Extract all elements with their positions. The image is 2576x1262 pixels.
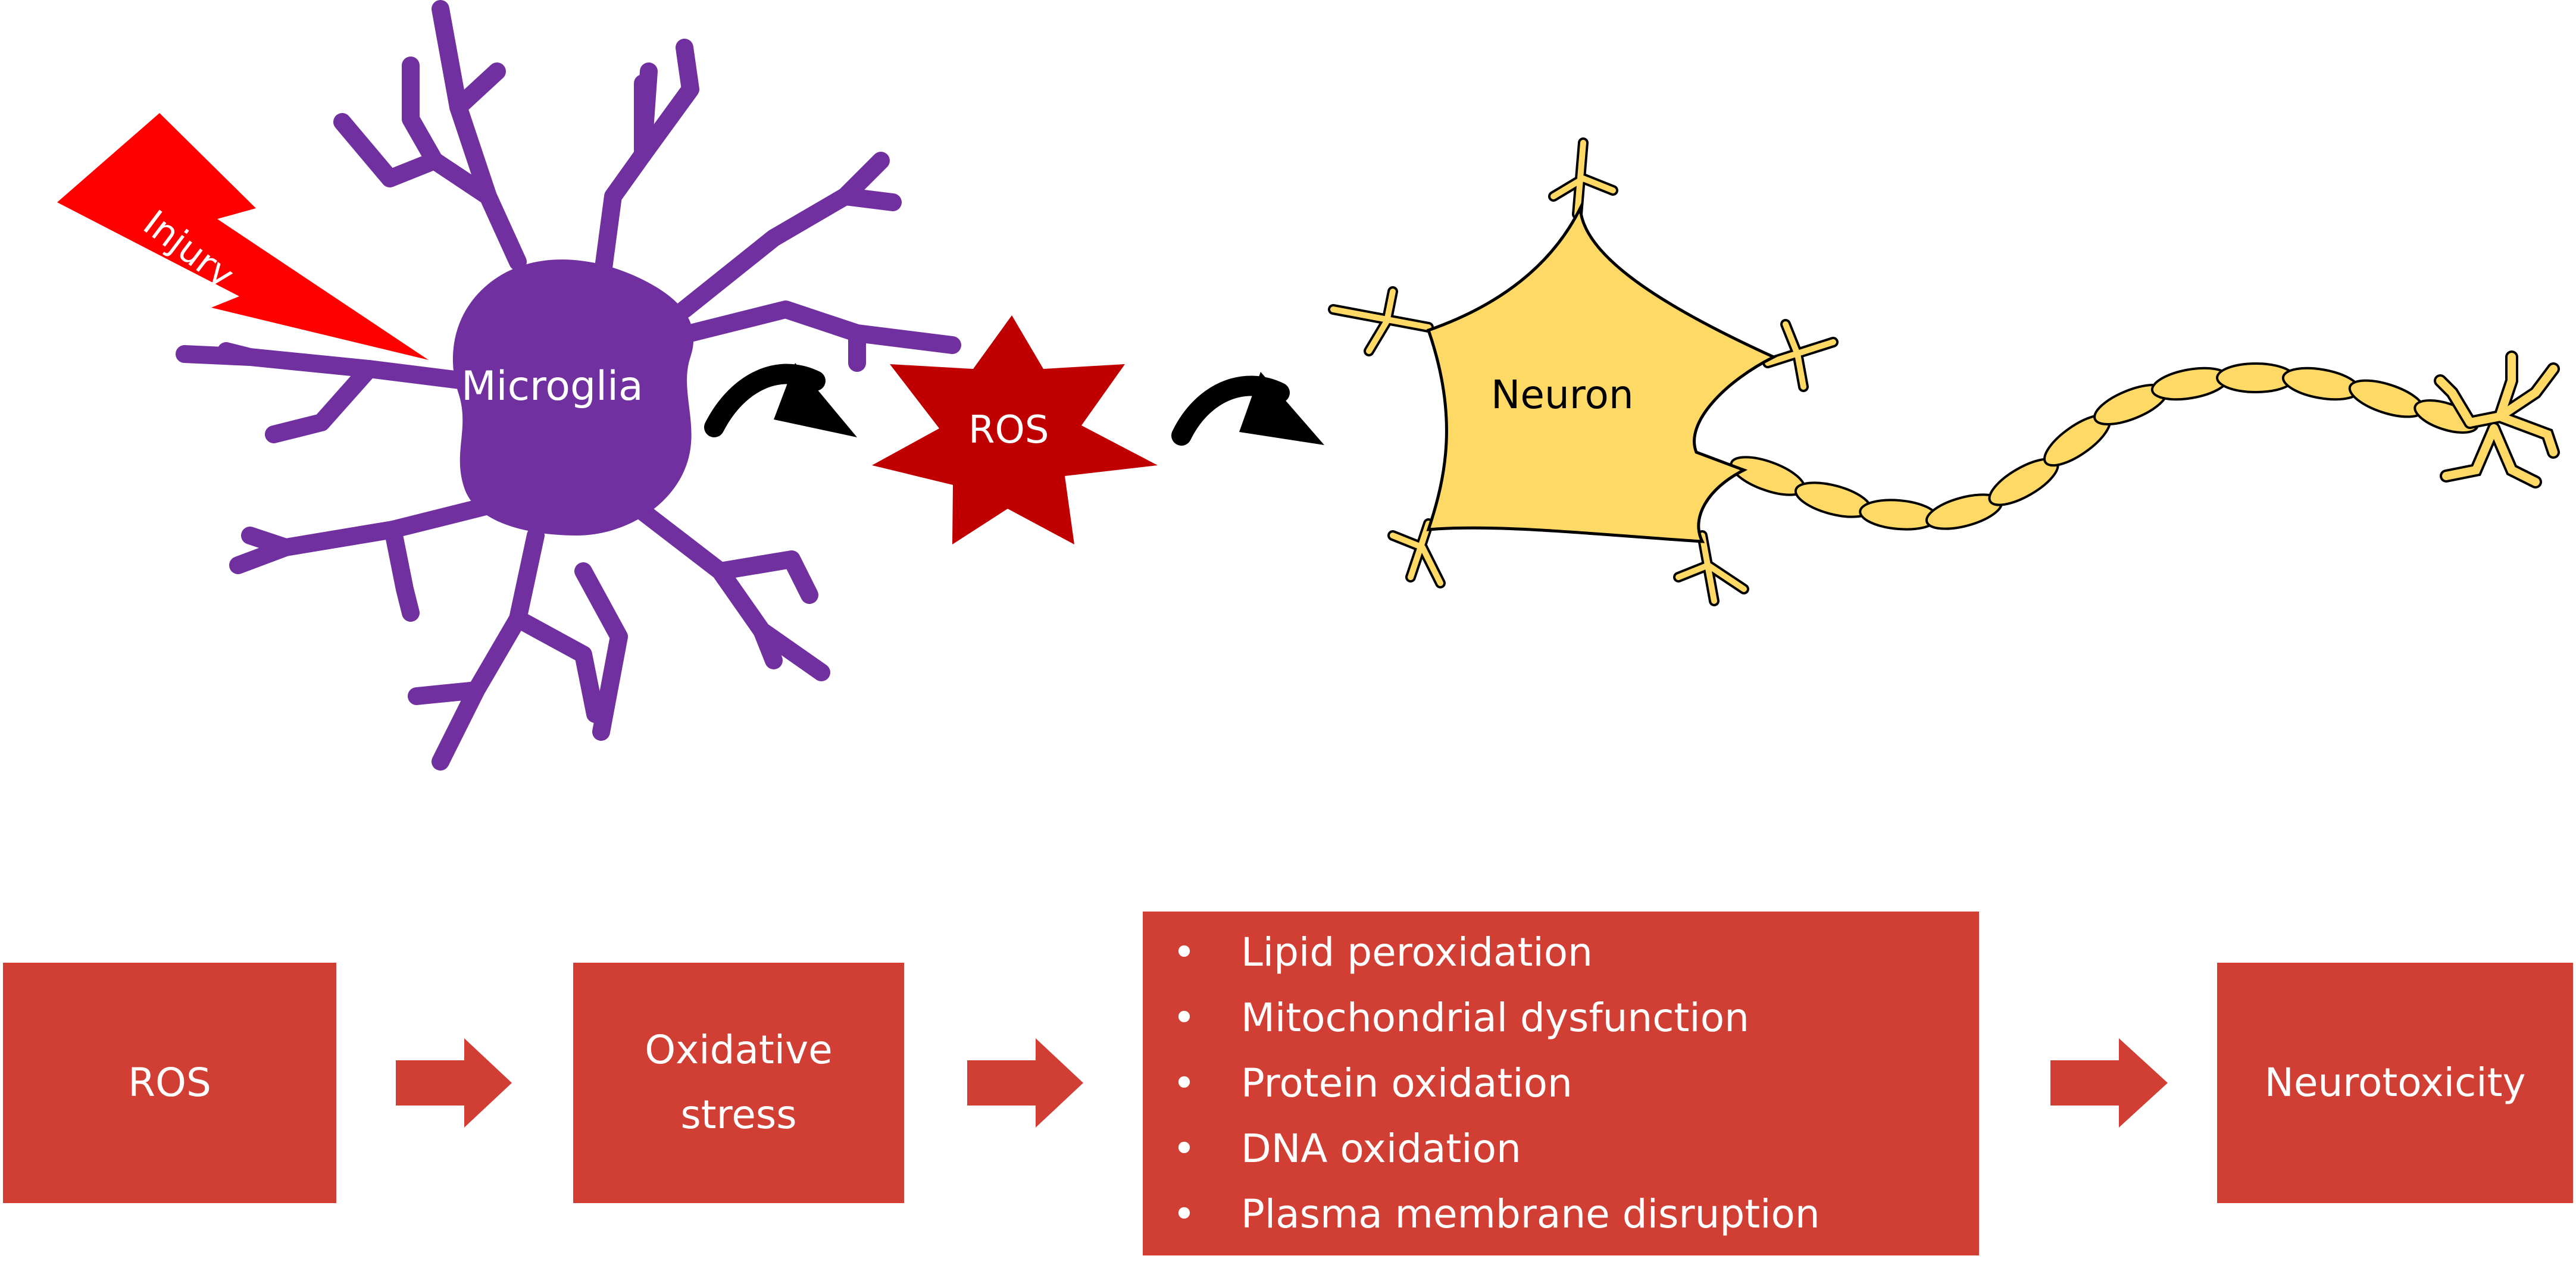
ros-star	[872, 315, 1158, 544]
oxidative-line-2: stress	[680, 1092, 797, 1138]
flow-box-ros-text: ROS	[128, 1059, 211, 1106]
flow-box-effects: Lipid peroxidation Mitochondrial dysfunc…	[1143, 912, 1979, 1255]
flow-box-neurotoxicity: Neurotoxicity	[2217, 963, 2573, 1203]
flow-box-ros: ROS	[3, 963, 336, 1203]
flow-arrow-1	[396, 1038, 512, 1128]
microglia-label: Microglia	[461, 363, 643, 410]
effects-list: Lipid peroxidation Mitochondrial dysfunc…	[1143, 920, 1820, 1247]
microglia-cell	[176, 0, 961, 771]
curved-arrow-1	[704, 363, 857, 437]
neuron-label: Neuron	[1491, 372, 1634, 418]
injury-bolt	[57, 113, 429, 360]
effect-item: DNA oxidation	[1173, 1116, 1820, 1182]
microglia-body	[452, 259, 694, 536]
effect-item: Lipid peroxidation	[1173, 920, 1820, 985]
oxidative-line-1: Oxidative	[645, 1027, 833, 1073]
flow-arrow-3	[2050, 1038, 2168, 1128]
flow-box-oxidative-stress: Oxidative stress	[573, 963, 904, 1203]
neuron-soma	[1426, 202, 1777, 543]
effect-item: Protein oxidation	[1173, 1051, 1820, 1116]
curved-arrow-2	[1171, 372, 1324, 446]
effect-item: Mitochondrial dysfunction	[1173, 985, 1820, 1051]
axon	[1730, 362, 2479, 531]
neuron-cell	[1328, 137, 2560, 606]
ros-star-label: ROS	[968, 408, 1049, 452]
flow-arrow-2	[967, 1038, 1083, 1128]
neurotoxicity-text: Neurotoxicity	[2264, 1059, 2526, 1106]
effect-item: Plasma membrane disruption	[1173, 1182, 1820, 1247]
